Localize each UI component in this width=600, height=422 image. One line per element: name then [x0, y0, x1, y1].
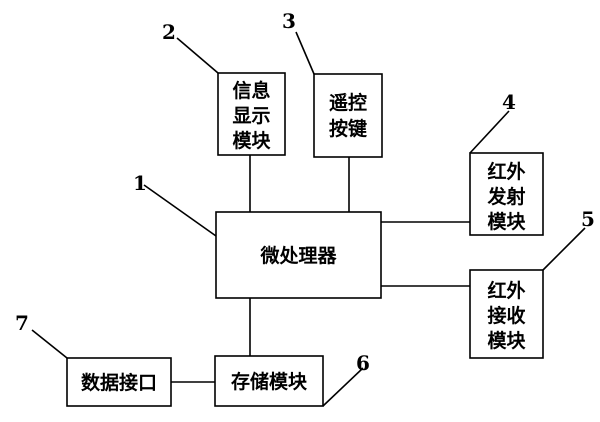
remote-keys-label-line-2: 按键	[329, 117, 367, 140]
blocks	[66, 72, 544, 407]
ir-receive-label-line-2: 接收	[487, 304, 525, 327]
leader-line-2	[176, 37, 219, 74]
reference-number-4: 4	[502, 90, 516, 114]
data-interface-box	[66, 357, 172, 407]
ir-receive-label-line-3: 模块	[487, 329, 526, 352]
reference-numbers: 1 2 3 4 5 6 7	[15, 9, 595, 375]
info-display-label-line-3: 模块	[232, 129, 271, 152]
reference-number-7: 7	[15, 311, 29, 335]
reference-number-2: 2	[162, 20, 176, 44]
reference-number-6: 6	[356, 351, 370, 375]
microprocessor-label: 微处理器	[259, 244, 337, 267]
ir-transmit-label-line-1: 红外	[487, 160, 525, 183]
leader-line-1	[143, 184, 217, 237]
ir-transmit-box	[469, 152, 544, 236]
remote-keys-label-line-1: 遥控	[329, 91, 367, 114]
leader-line-5	[542, 227, 586, 271]
reference-number-5: 5	[581, 207, 595, 231]
connections	[171, 155, 470, 383]
ir-transmit-label-line-2: 发射	[486, 185, 525, 208]
reference-number-3: 3	[282, 9, 296, 33]
data-interface-label: 数据接口	[81, 371, 157, 394]
info-display-box	[217, 72, 286, 156]
leader-line-4	[469, 110, 510, 154]
info-display-label-line-2: 显示	[232, 105, 270, 127]
leader-line-3	[295, 31, 315, 75]
leader-line-6	[322, 367, 364, 407]
leader-lines	[31, 31, 586, 407]
block-labels: 微处理器 信息 显示 模块 遥控 按键 红外 发射 模块 红外 接收 模块 存储…	[81, 79, 527, 394]
storage-label: 存储模块	[231, 370, 308, 393]
ir-receive-label-line-1: 红外	[487, 279, 525, 302]
ir-transmit-label-line-3: 模块	[487, 210, 526, 233]
storage-box	[214, 355, 324, 407]
remote-keys-box	[313, 73, 383, 158]
ir-receive-box	[469, 269, 544, 359]
microprocessor-box	[215, 211, 382, 299]
reference-number-1: 1	[133, 171, 147, 195]
info-display-label-line-1: 信息	[232, 79, 270, 102]
leader-line-7	[31, 329, 68, 359]
